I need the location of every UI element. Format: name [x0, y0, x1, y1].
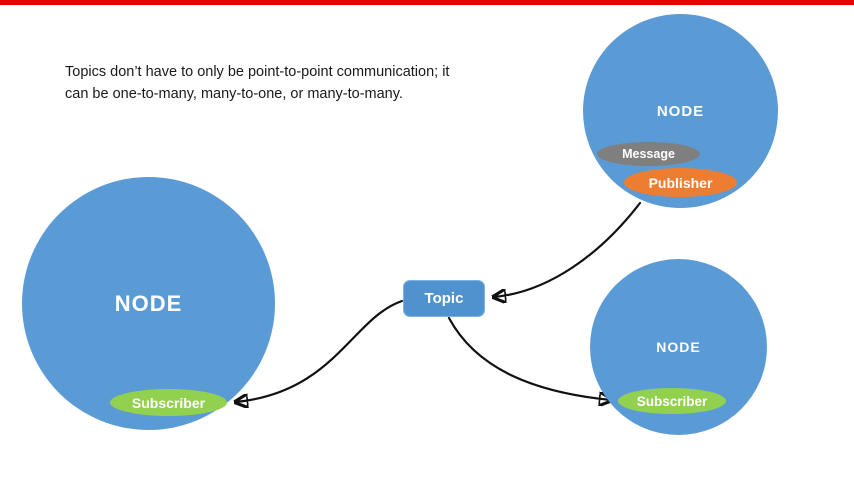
publisher-label: Publisher	[648, 174, 713, 191]
node-top-right-label: NODE	[656, 102, 705, 120]
arrow-topic-to-bottom-subscriber	[447, 316, 611, 400]
node-left-circle: NODE	[22, 177, 275, 430]
topic-label: Topic	[424, 290, 464, 307]
subscriber-bottom-pill: Subscriber	[618, 388, 726, 414]
caption-line-2: can be one-to-many, many-to-one, or many…	[65, 86, 403, 102]
top-red-bar	[0, 0, 854, 5]
caption-text: Topics don’t have to only be point-to-po…	[65, 61, 495, 105]
message-pill: Message	[597, 142, 700, 166]
subscriber-left-pill: Subscriber	[110, 389, 227, 416]
node-left-label: NODE	[114, 290, 183, 316]
subscriber-left-label: Subscriber	[131, 394, 206, 411]
subscriber-bottom-label: Subscriber	[636, 393, 708, 409]
node-bottom-right-label: NODE	[656, 339, 701, 355]
message-label: Message	[622, 147, 675, 161]
caption-line-1: Topics don’t have to only be point-to-po…	[65, 64, 450, 80]
topic-box: Topic	[403, 280, 485, 317]
publisher-pill: Publisher	[624, 168, 737, 197]
